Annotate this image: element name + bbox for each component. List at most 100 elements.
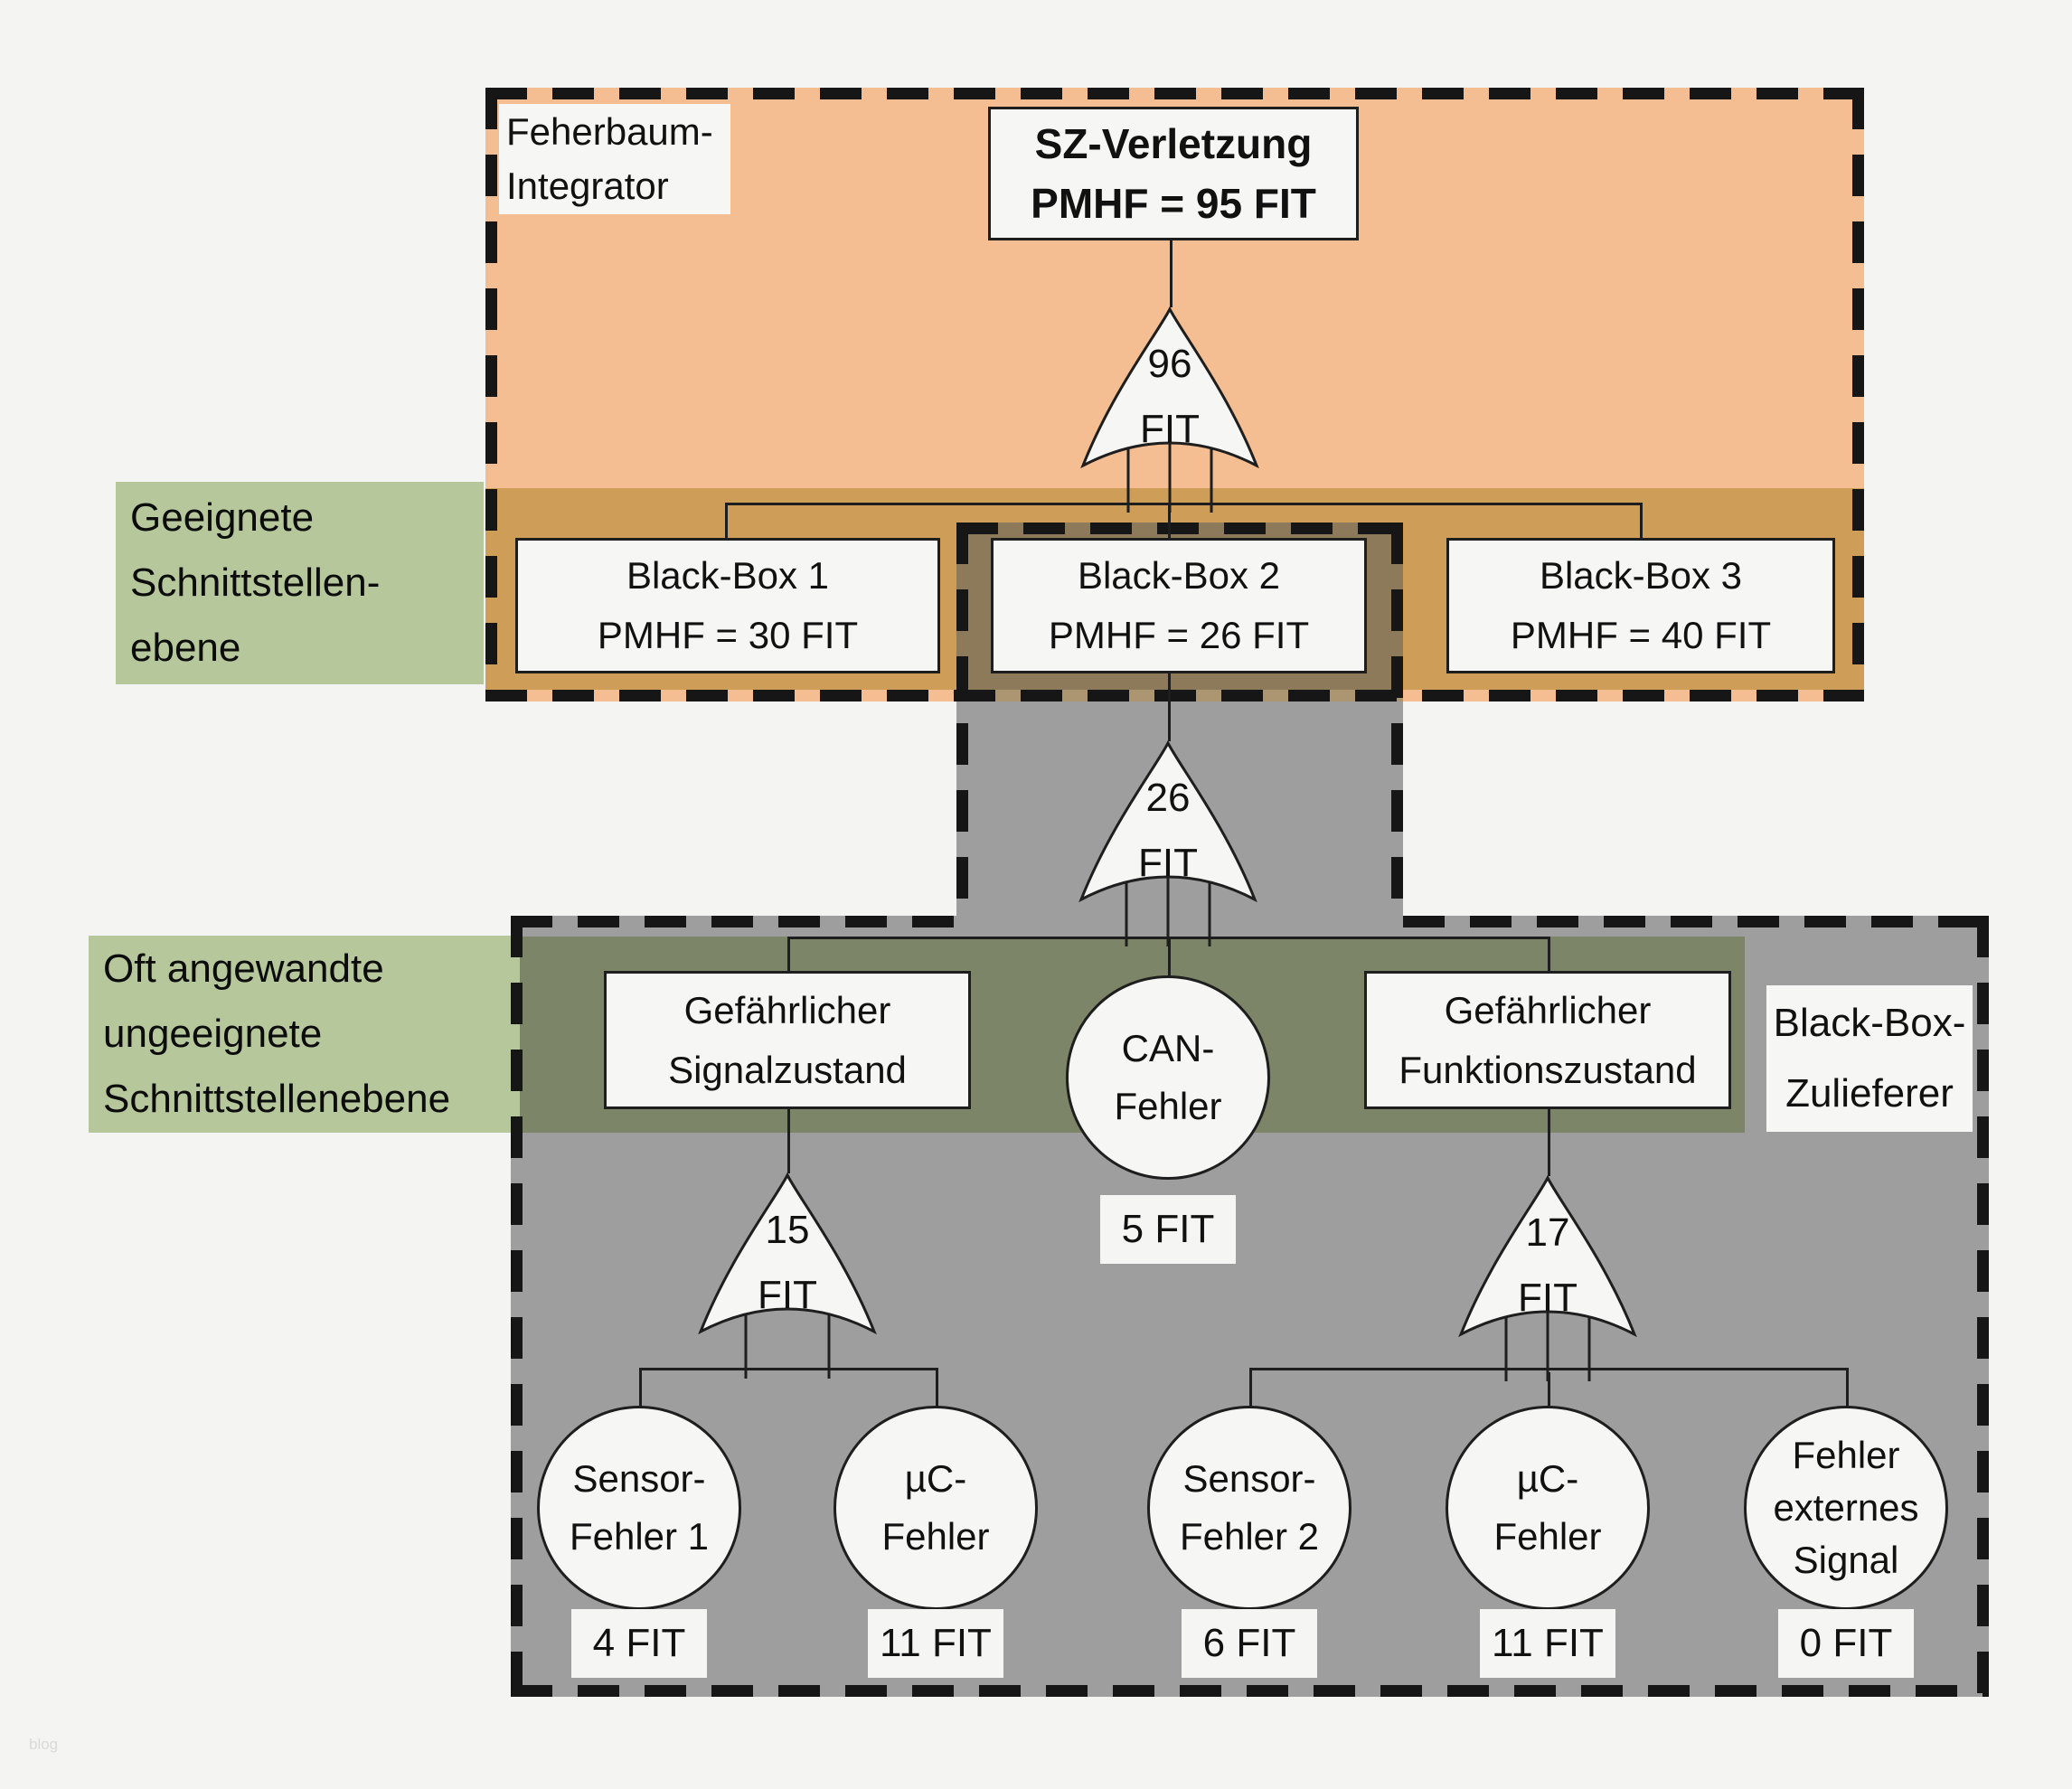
gate-fit-value: 26 <box>1145 776 1191 820</box>
supplier-border-top-right <box>1403 916 1989 927</box>
column-border-top <box>956 523 1403 534</box>
label-integrator: Feherbaum- Integrator <box>499 104 730 214</box>
gate-value: 15 FIT <box>697 1198 878 1328</box>
gate-fit-value: 17 <box>1525 1210 1570 1255</box>
or-gate-root: 96 FIT <box>1079 306 1260 514</box>
connector <box>1168 673 1171 741</box>
fit-value-sensor2: 6 FIT <box>1182 1609 1317 1678</box>
black-box-3: Black-Box 3 PMHF = 40 FIT <box>1446 538 1835 673</box>
or-gate-funktion: 17 FIT <box>1457 1175 1638 1383</box>
black-box-pmhf: PMHF = 26 FIT <box>1048 614 1310 656</box>
column-border-right <box>1391 523 1403 916</box>
supplier-border-right <box>1977 916 1989 1697</box>
gate-value: 96 FIT <box>1079 332 1260 462</box>
gate-fit-value: 96 <box>1147 342 1192 386</box>
top-event-title: SZ-Verletzung <box>1034 120 1313 167</box>
label-line: Schnittstellenebene <box>103 1077 451 1121</box>
connector <box>1640 503 1643 539</box>
basic-event-sensor2: Sensor- Fehler 2 <box>1147 1406 1352 1610</box>
label-unsuitable-interface-level: Oft angewandte ungeeignete Schnittstelle… <box>89 936 520 1133</box>
basic-event-externes-signal: Fehler externes Signal <box>1744 1406 1948 1610</box>
gate-value: 26 FIT <box>1078 766 1258 896</box>
event-line: Fehler <box>1114 1085 1222 1127</box>
connector <box>787 1109 790 1173</box>
supplier-border-bottom <box>511 1685 1989 1697</box>
basic-event-can: CAN- Fehler <box>1066 975 1270 1180</box>
gate-fit-value: 15 <box>765 1208 810 1252</box>
event-line: Fehler 2 <box>1179 1515 1320 1558</box>
or-gate-blackbox2: 26 FIT <box>1078 740 1258 948</box>
connector <box>639 1368 642 1408</box>
connector <box>725 503 728 539</box>
gate-fit-unit: FIT <box>1140 407 1200 451</box>
connector <box>787 937 790 972</box>
gate-fit-unit: FIT <box>1518 1276 1578 1320</box>
event-line: Sensor- <box>1182 1457 1316 1500</box>
gate-fit-unit: FIT <box>758 1273 817 1317</box>
event-line: Fehler <box>881 1515 990 1558</box>
event-line: Fehler <box>1792 1434 1900 1476</box>
basic-event-uc-1: µC- Fehler <box>834 1406 1038 1610</box>
connector <box>936 1368 938 1408</box>
or-gate-signal: 15 FIT <box>697 1172 878 1380</box>
intermediate-signalzustand: Gefährlicher Signalzustand <box>604 971 971 1109</box>
connector <box>1548 937 1550 972</box>
black-box-2: Black-Box 2 PMHF = 26 FIT <box>991 538 1367 673</box>
label-line: Geeignete <box>130 495 315 540</box>
intermediate-line: Gefährlicher <box>1444 988 1652 1031</box>
connector <box>1548 1372 1550 1408</box>
label-line: Black-Box- <box>1773 1001 1966 1045</box>
connector <box>725 503 1641 505</box>
intermediate-line: Signalzustand <box>668 1048 907 1091</box>
label-line: ebene <box>130 626 241 670</box>
event-line: Fehler 1 <box>569 1515 710 1558</box>
black-box-label: Black-Box 2 <box>1077 554 1281 597</box>
fit-value-sensor1: 4 FIT <box>571 1609 707 1678</box>
black-box-label: Black-Box 1 <box>626 554 830 597</box>
integrator-border-right <box>1852 88 1864 701</box>
connector <box>1249 1368 1252 1408</box>
connector <box>1548 1109 1550 1176</box>
black-box-label: Black-Box 3 <box>1539 554 1743 597</box>
label-line: Schnittstellen- <box>130 560 381 605</box>
connector <box>1170 240 1173 307</box>
fit-value-externes-signal: 0 FIT <box>1778 1609 1914 1678</box>
black-box-1: Black-Box 1 PMHF = 30 FIT <box>515 538 940 673</box>
label-line: Zulieferer <box>1785 1071 1954 1116</box>
supplier-border-top-left <box>511 916 956 927</box>
top-event-pmhf: PMHF = 95 FIT <box>1031 180 1316 227</box>
label-line: Feherbaum- <box>506 110 713 153</box>
gate-fit-unit: FIT <box>1138 841 1198 885</box>
integrator-border-left <box>485 88 497 701</box>
intermediate-funktionszustand: Gefährlicher Funktionszustand <box>1364 971 1731 1109</box>
fit-value-uc-2: 11 FIT <box>1480 1609 1615 1678</box>
connector <box>639 1368 936 1370</box>
label-line: ungeeignete <box>103 1012 323 1056</box>
event-line: externes <box>1773 1486 1919 1529</box>
watermark: blog <box>29 1736 59 1753</box>
label-line: Oft angewandte <box>103 946 384 991</box>
event-line: CAN- <box>1121 1027 1215 1069</box>
connector <box>1168 503 1171 539</box>
event-line: Fehler <box>1493 1515 1602 1558</box>
connector <box>1168 937 1171 984</box>
supplier-border-left <box>511 916 523 1697</box>
label-suitable-interface-level: Geeignete Schnittstellen- ebene <box>116 482 484 684</box>
label-line: Integrator <box>506 165 669 207</box>
column-border-left <box>956 523 968 916</box>
basic-event-sensor1: Sensor- Fehler 1 <box>537 1406 741 1610</box>
intermediate-line: Gefährlicher <box>683 988 891 1031</box>
connector <box>1846 1368 1849 1408</box>
event-line: µC- <box>1516 1457 1579 1500</box>
intermediate-line: Funktionszustand <box>1399 1048 1697 1091</box>
top-event-box: SZ-Verletzung PMHF = 95 FIT <box>988 107 1359 240</box>
label-supplier: Black-Box- Zulieferer <box>1766 985 1973 1132</box>
black-box-pmhf: PMHF = 30 FIT <box>597 614 859 656</box>
event-line: Sensor- <box>572 1457 706 1500</box>
event-line: Signal <box>1793 1539 1899 1581</box>
black-box-pmhf: PMHF = 40 FIT <box>1510 614 1772 656</box>
integrator-border-bottom <box>485 690 1864 701</box>
integrator-border-top <box>485 88 1864 99</box>
event-line: µC- <box>904 1457 967 1500</box>
fit-value-can: 5 FIT <box>1100 1195 1236 1264</box>
